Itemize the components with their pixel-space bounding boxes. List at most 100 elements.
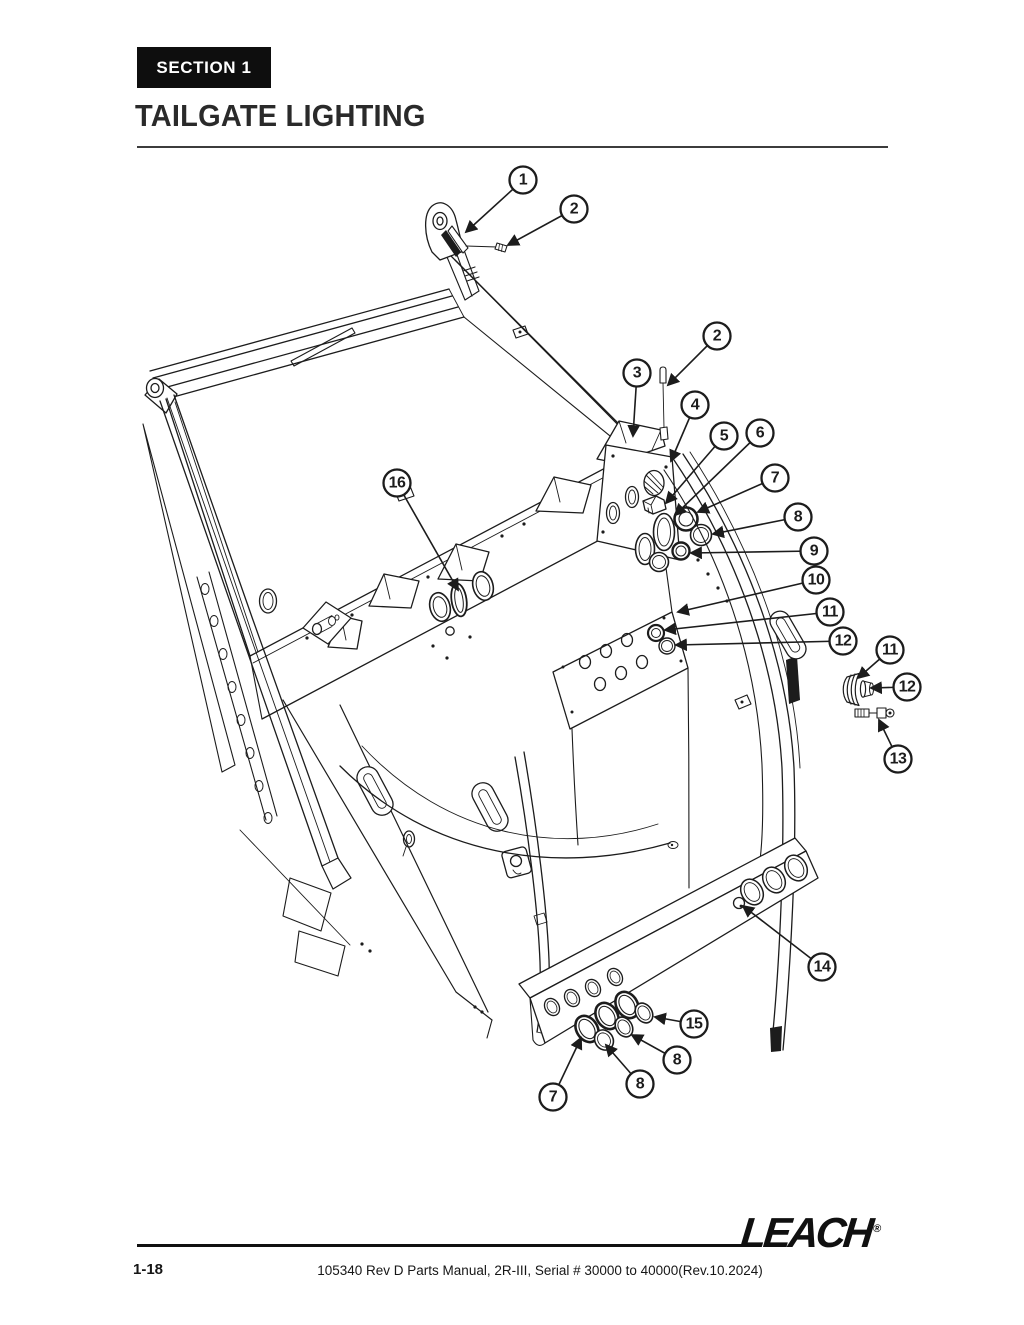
callout-balloon xyxy=(815,597,845,627)
callout-number: 3 xyxy=(633,365,642,382)
callout-7-7: 7 xyxy=(696,463,790,514)
callout-balloon xyxy=(622,358,652,388)
callout-balloon xyxy=(760,463,790,493)
callout-number: 9 xyxy=(810,543,819,560)
callout-11-11: 11 xyxy=(663,597,845,636)
callout-balloon xyxy=(559,194,589,224)
callout-balloon xyxy=(538,1082,568,1112)
callout-leader-line xyxy=(689,546,815,560)
callout-14-16: 14 xyxy=(741,904,837,982)
callout-16-21: 16 xyxy=(382,468,459,592)
center-light-bar xyxy=(249,420,673,720)
callout-8-19: 8 xyxy=(604,1043,655,1099)
registered-trademark-mark: ® xyxy=(872,1223,882,1235)
callout-2-2: 2 xyxy=(666,321,732,387)
callout-number: 15 xyxy=(686,1016,703,1033)
page-title: TAILGATE LIGHTING xyxy=(135,100,426,134)
callout-leader-line xyxy=(674,638,844,652)
callout-balloon xyxy=(892,672,922,702)
callout-leader-line xyxy=(673,432,761,517)
callout-balloon xyxy=(702,321,732,351)
callout-1-0: 1 xyxy=(464,165,538,234)
callout-5-5: 5 xyxy=(664,421,739,505)
callout-15-17: 15 xyxy=(653,1009,709,1039)
side-panel-lower-left xyxy=(239,699,551,1039)
callout-number: 13 xyxy=(890,751,907,768)
callout-balloon xyxy=(828,626,858,656)
front-door-panel xyxy=(165,398,415,657)
right-curved-rail xyxy=(663,451,807,1052)
callout-3-3: 3 xyxy=(622,358,652,438)
callout-balloon xyxy=(679,1009,709,1039)
callout-12-14: 12 xyxy=(869,672,922,702)
callout-balloon xyxy=(875,635,905,665)
tailgate-drawing xyxy=(142,202,895,1052)
callout-12-12: 12 xyxy=(674,626,858,656)
callout-number: 11 xyxy=(822,604,839,621)
callout-number: 7 xyxy=(771,470,780,487)
callout-number: 12 xyxy=(899,679,916,696)
callout-balloon xyxy=(625,1069,655,1099)
callout-balloon xyxy=(745,418,775,448)
hopper-interior xyxy=(339,558,729,859)
grab-handle-right xyxy=(471,782,509,832)
callout-balloon xyxy=(799,536,829,566)
lower-light-panel xyxy=(552,611,690,889)
callout-leader-line xyxy=(676,579,817,616)
callout-leader-line xyxy=(663,611,831,636)
callout-balloon xyxy=(680,390,710,420)
hardware-parts xyxy=(842,672,895,719)
grab-handle-left xyxy=(356,766,394,816)
callout-number: 6 xyxy=(756,425,765,442)
callout-7-20: 7 xyxy=(538,1036,583,1112)
callout-balloon xyxy=(662,1045,692,1075)
callout-leader-line xyxy=(396,482,459,592)
section-badge: SECTION 1 xyxy=(137,47,271,88)
upper-light-panel xyxy=(596,366,713,573)
callout-balloon xyxy=(807,952,837,982)
brand-logo: LEACH® xyxy=(738,1209,903,1257)
callout-number: 14 xyxy=(814,959,831,976)
grab-handle-curve xyxy=(769,610,807,660)
callout-balloon xyxy=(508,165,538,195)
callout-balloon xyxy=(709,421,739,451)
left-pivot-arm xyxy=(142,377,352,977)
callout-number: 11 xyxy=(882,642,899,659)
header-rule xyxy=(137,146,888,148)
callout-balloon xyxy=(801,565,831,595)
callout-13-15: 13 xyxy=(878,718,913,774)
manual-info-line: 105340 Rev D Parts Manual, 2R-III, Seria… xyxy=(317,1263,763,1278)
right-pivot-assembly xyxy=(424,202,646,463)
callout-balloon xyxy=(382,468,412,498)
callout-11-13: 11 xyxy=(856,635,905,680)
bottom-sill xyxy=(518,837,819,1046)
callout-number: 1 xyxy=(519,172,528,189)
callout-number: 2 xyxy=(570,201,579,218)
roof-frame xyxy=(149,288,529,400)
callout-balloon xyxy=(883,744,913,774)
callout-number: 16 xyxy=(389,475,406,492)
callout-number: 2 xyxy=(713,328,722,345)
brand-wordmark: LEACH xyxy=(738,1209,874,1256)
callout-8-8: 8 xyxy=(711,502,813,539)
callout-leader-line xyxy=(664,435,725,505)
callout-9-9: 9 xyxy=(689,536,829,566)
callout-number: 8 xyxy=(636,1076,645,1093)
callout-number: 5 xyxy=(720,428,729,445)
callout-balloon xyxy=(783,502,813,532)
callout-8-18: 8 xyxy=(630,1034,692,1075)
callout-number: 8 xyxy=(673,1052,682,1069)
callout-10-10: 10 xyxy=(676,565,831,616)
callout-number: 8 xyxy=(794,509,803,526)
callout-number: 4 xyxy=(691,397,700,414)
callout-6-6: 6 xyxy=(673,418,775,517)
callout-number: 12 xyxy=(835,633,852,650)
footer-rule xyxy=(137,1244,746,1247)
page-number: 1-18 xyxy=(133,1261,164,1278)
callout-number: 10 xyxy=(808,572,825,589)
callout-number: 7 xyxy=(549,1089,558,1106)
callout-2-1: 2 xyxy=(506,194,589,246)
